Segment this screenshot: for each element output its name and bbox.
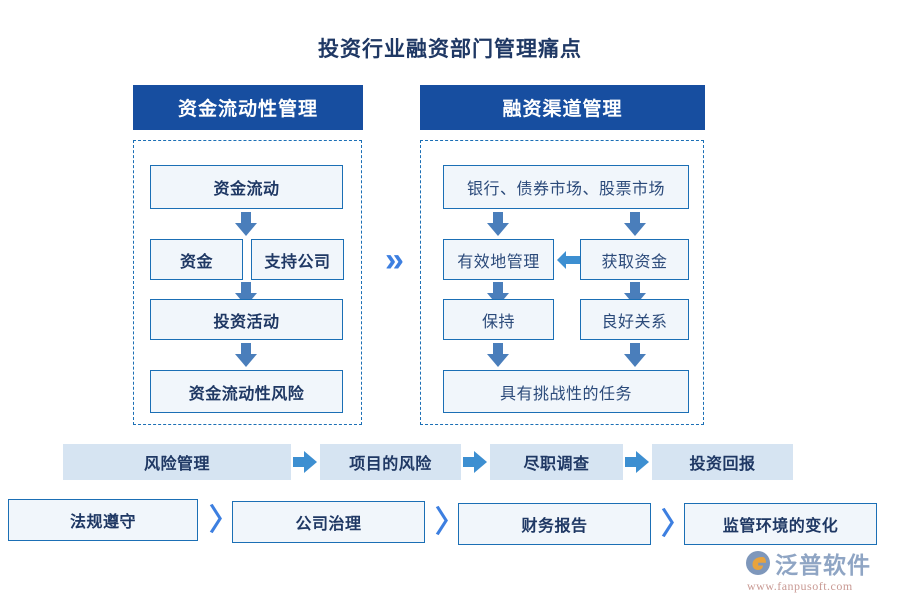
fanpu-logo-icon	[745, 550, 771, 576]
arrow-right-icon	[625, 451, 649, 473]
right-flow-panel	[420, 140, 704, 425]
arrow-down-icon	[624, 343, 646, 367]
left-box-liquidity-risk[interactable]: 资金流动性风险	[150, 370, 343, 413]
column-header-liquidity: 资金流动性管理	[133, 85, 363, 130]
row4-box-corporate-governance[interactable]: 公司治理	[232, 501, 425, 543]
arrow-down-icon	[624, 212, 646, 236]
arrow-down-icon	[487, 212, 509, 236]
arrow-right-icon	[463, 451, 487, 473]
row4-box-financial-report[interactable]: 财务报告	[458, 503, 651, 545]
arrow-down-icon	[487, 343, 509, 367]
watermark-logo: 泛普软件 www.fanpusoft.com	[745, 548, 895, 594]
arrow-down-icon	[235, 343, 257, 367]
row4-box-regulatory-change[interactable]: 监管环境的变化	[684, 503, 877, 545]
row4-box-regulatory-compliance[interactable]: 法规遵守	[8, 499, 198, 541]
left-box-capital[interactable]: 资金	[150, 239, 243, 280]
right-box-maintain[interactable]: 保持	[443, 299, 554, 340]
row3-chip-risk-management[interactable]: 风险管理	[63, 444, 291, 480]
right-box-obtain-funds[interactable]: 获取资金	[580, 239, 689, 280]
left-box-capital-flow[interactable]: 资金流动	[150, 165, 343, 209]
right-box-markets[interactable]: 银行、债券市场、股票市场	[443, 165, 689, 209]
arrow-right-icon	[293, 451, 317, 473]
right-box-challenging-task[interactable]: 具有挑战性的任务	[443, 370, 689, 413]
left-box-investment-activity[interactable]: 投资活动	[150, 299, 343, 340]
row3-chip-due-diligence[interactable]: 尽职调查	[490, 444, 623, 480]
page-title: 投资行业融资部门管理痛点	[318, 37, 582, 61]
left-box-support-company[interactable]: 支持公司	[251, 239, 344, 280]
right-box-good-relations[interactable]: 良好关系	[580, 299, 689, 340]
center-double-chevron-icon: »	[385, 241, 404, 279]
watermark-brand: 泛普软件	[775, 553, 871, 578]
row3-chip-project-risk[interactable]: 项目的风险	[320, 444, 461, 480]
column-header-financing-channel: 融资渠道管理	[420, 85, 705, 130]
watermark-url: www.fanpusoft.com	[747, 579, 853, 593]
arrow-down-icon	[235, 212, 257, 236]
right-box-effective-management[interactable]: 有效地管理	[443, 239, 554, 280]
left-flow-panel	[133, 140, 362, 425]
row3-chip-investment-return[interactable]: 投资回报	[652, 444, 793, 480]
